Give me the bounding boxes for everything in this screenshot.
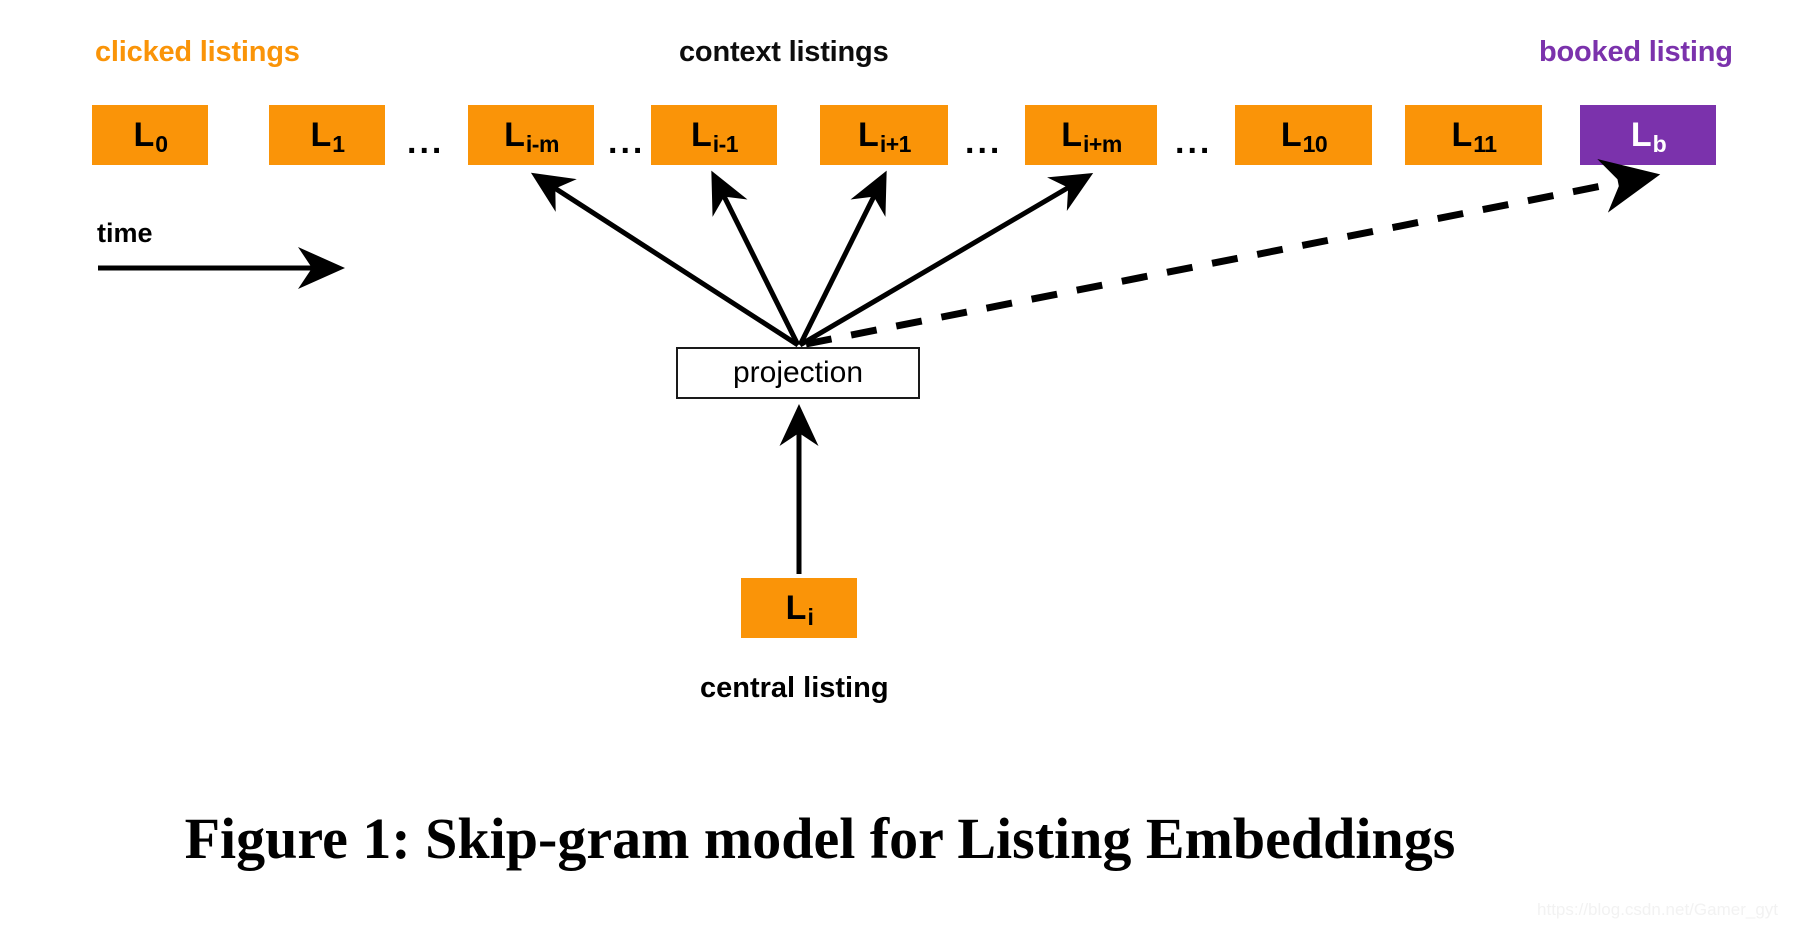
- central-listing-label: central listing: [700, 672, 889, 704]
- projection-node: projection: [676, 347, 920, 399]
- listing-label-base: L: [504, 116, 525, 154]
- listing-label-base: L: [858, 116, 879, 154]
- listing-label-sub: 10: [1302, 130, 1328, 157]
- arrow-projection-to-lb-dashed: [805, 159, 1661, 348]
- arrow-projection-to-li+1: [797, 170, 887, 347]
- ellipsis-3: ...: [965, 123, 1003, 161]
- listing-label-base: L: [690, 116, 712, 154]
- ellipsis-1: ...: [407, 123, 445, 161]
- ellipsis-4: ...: [1175, 123, 1213, 161]
- listing-label-sub: i-m: [525, 130, 560, 157]
- listing-label-base: L: [133, 116, 155, 154]
- listing-label-sub: 0: [155, 130, 168, 157]
- listing-label-base: L: [1280, 116, 1302, 154]
- listing-label-sub: i+m: [1083, 130, 1122, 157]
- watermark: https://blog.csdn.net/Gamer_gyt: [1537, 900, 1778, 919]
- listing-label-base: L: [1630, 116, 1652, 154]
- listing-label-base: L: [1451, 116, 1473, 154]
- listing-label-base: L: [785, 589, 807, 627]
- listing-label-base: L: [310, 116, 332, 154]
- listing-label-sub: b: [1652, 130, 1667, 157]
- projection-label: projection: [732, 356, 864, 389]
- arrow-projection-to-li-1: [711, 170, 801, 347]
- arrow-projection-to-li+m: [798, 172, 1094, 348]
- heading-booked-listing: booked listing: [1539, 36, 1733, 68]
- listing-label-base: L: [1061, 116, 1082, 154]
- listing-label-sub: 1: [332, 130, 345, 157]
- figure-caption: Figure 1: Skip-gram model for Listing Em…: [184, 806, 1456, 871]
- listing-label-sub: 11: [1473, 130, 1497, 157]
- listing-label-sub: i-1: [712, 130, 739, 157]
- ellipsis-2: ...: [608, 123, 646, 161]
- heading-clicked-listings: clicked listings: [95, 36, 300, 68]
- listing-label-sub: i+1: [879, 130, 912, 157]
- heading-context-listings: context listings: [679, 36, 889, 68]
- arrow-projection-to-li-m: [530, 172, 800, 348]
- time-axis-label: time: [97, 218, 153, 248]
- listing-label-sub: i: [807, 603, 814, 630]
